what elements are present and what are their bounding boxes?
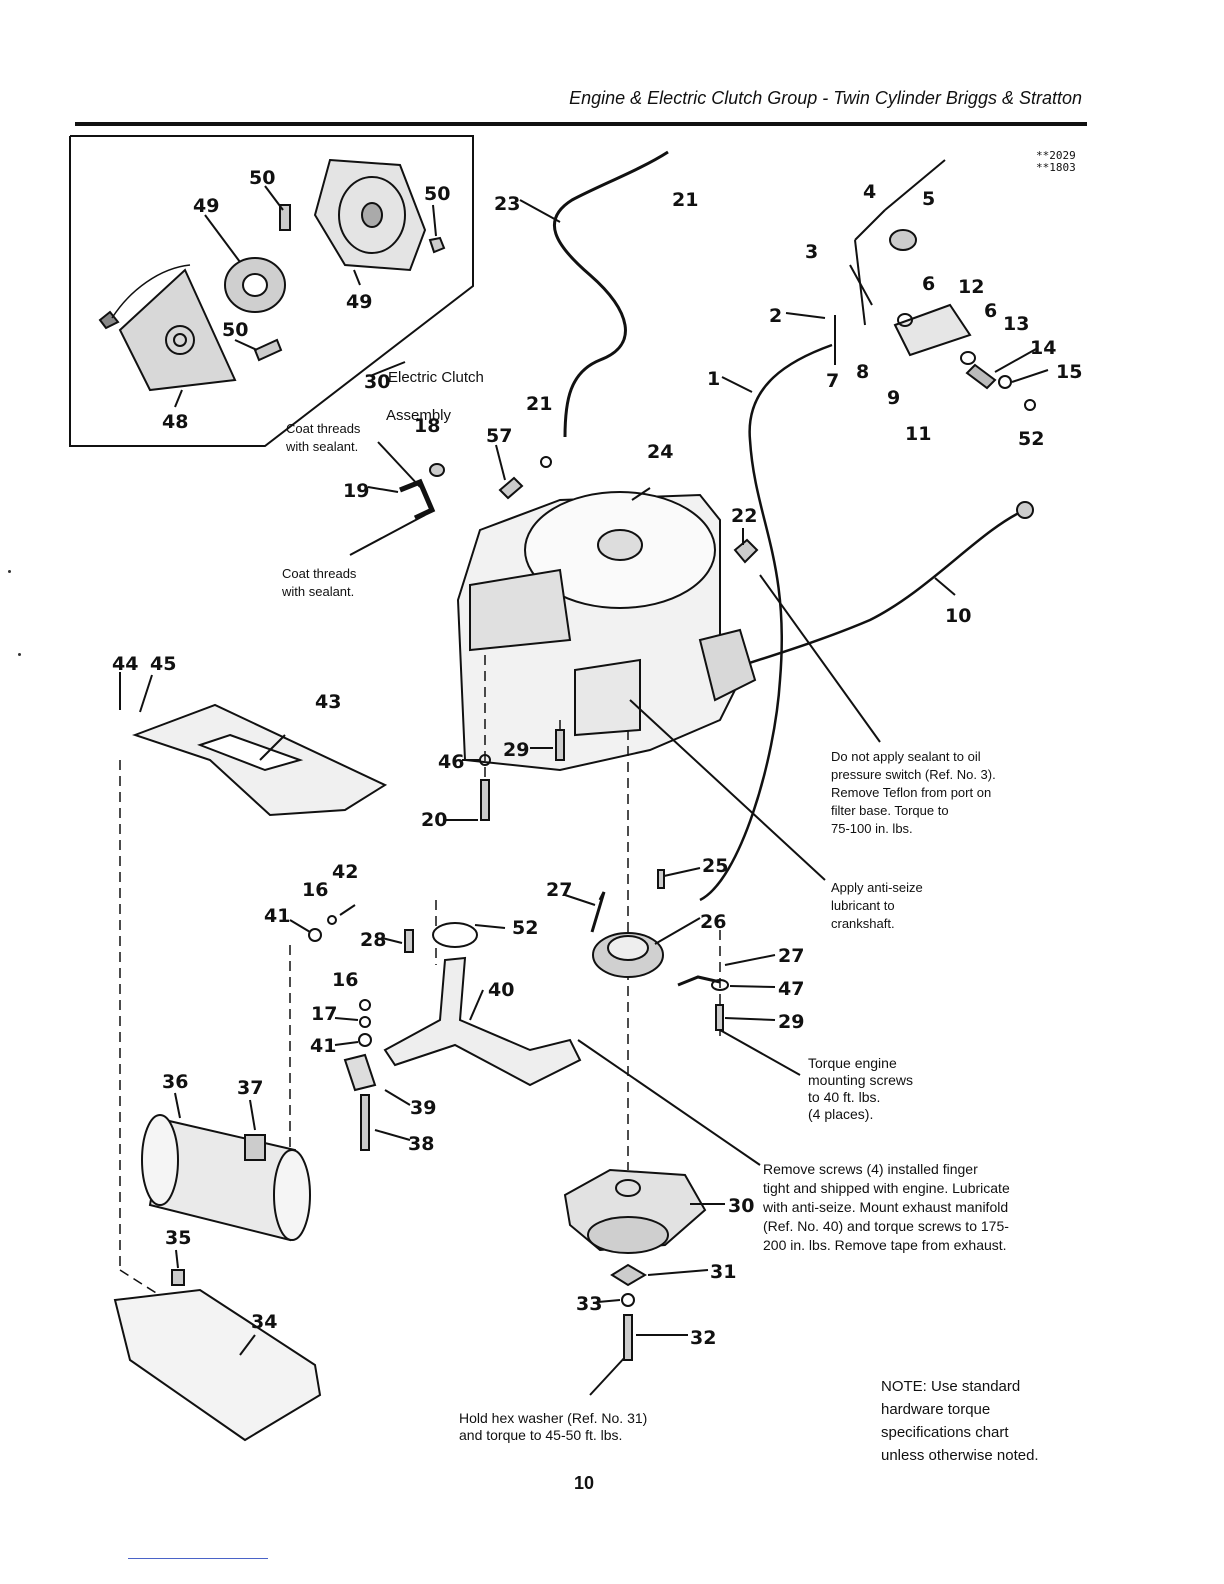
- part-label: 25: [702, 855, 728, 877]
- note-remove-screws: Remove screws (4) installed finger tight…: [763, 1161, 1010, 1253]
- ref-code-1: **2029: [1036, 149, 1076, 162]
- throttle-cable-1: [699, 343, 833, 902]
- note-torque-engine: Torque engine mounting screws to 40 ft. …: [808, 1055, 914, 1122]
- part-label: 36: [162, 1071, 188, 1093]
- inset-caption: Electric Clutch Assembly: [386, 349, 484, 444]
- part-label: 27: [778, 945, 804, 967]
- part-label: 6: [922, 273, 935, 295]
- part-label: 42: [332, 861, 358, 883]
- header-rule: [75, 122, 1087, 126]
- part-label: 49: [346, 291, 372, 313]
- part-label: 5: [922, 188, 935, 210]
- part-label: 50: [222, 319, 248, 341]
- part-label: 23: [494, 193, 520, 215]
- part-label: 10: [945, 605, 971, 627]
- part-label: 38: [408, 1133, 434, 1155]
- choke-cable-23: [552, 150, 669, 438]
- inset-caption-line1: Electric Clutch: [388, 369, 484, 386]
- part-label: 21: [526, 393, 552, 415]
- inset-box: [69, 135, 474, 447]
- exhaust-manifold-40: [383, 956, 582, 1087]
- part-label: 17: [311, 1003, 337, 1025]
- inset-caption-line2: Assembly: [386, 407, 452, 424]
- part-label: 40: [488, 979, 514, 1001]
- part-label: 29: [503, 739, 529, 761]
- note-hold-hex-washer: Hold hex washer (Ref. No. 31) and torque…: [459, 1410, 648, 1443]
- part-label: 11: [905, 423, 931, 445]
- part-label: 48: [162, 411, 188, 433]
- part-label: 6: [984, 300, 997, 322]
- part-label: 45: [150, 653, 176, 675]
- part-label: 16: [332, 969, 358, 991]
- part-label: 8: [856, 361, 869, 383]
- part-label: 39: [410, 1097, 436, 1119]
- part-label: 57: [486, 425, 512, 447]
- margin-mark: [8, 570, 11, 573]
- part-label: 26: [700, 911, 726, 933]
- part-label: 16: [302, 879, 328, 901]
- bottom-link-line: [128, 1558, 268, 1559]
- part-label: 52: [512, 917, 538, 939]
- part-label: 41: [264, 905, 290, 927]
- note-standard-torque: NOTE: Use standard hardware torque speci…: [881, 1378, 1039, 1464]
- part-label: 52: [1018, 428, 1044, 450]
- part-label: 7: [826, 370, 839, 392]
- note-coat-threads-bottom: Coat threads with sealant.: [282, 566, 357, 599]
- part-label: 31: [710, 1261, 736, 1283]
- part-label: 49: [193, 195, 219, 217]
- part-label: 3: [805, 241, 818, 263]
- part-label: 22: [731, 505, 757, 527]
- part-label: 14: [1030, 337, 1056, 359]
- part-label: 46: [438, 751, 464, 773]
- part-label: 9: [887, 387, 900, 409]
- note-anti-seize: Apply anti-seize lubricant to crankshaft…: [831, 880, 923, 931]
- part-label: 44: [112, 653, 138, 675]
- ref-code-2: **1803: [1036, 161, 1076, 174]
- reference-codes: **2029 **1803: [1036, 150, 1076, 174]
- part-label: 33: [576, 1293, 602, 1315]
- part-label: 24: [647, 441, 673, 463]
- part-label: 2: [769, 305, 782, 327]
- part-label: 37: [237, 1077, 263, 1099]
- part-label: 13: [1003, 313, 1029, 335]
- clutch-bracket-48: [118, 268, 237, 392]
- part-label: 4: [863, 181, 876, 203]
- note-oil-pressure-switch: Do not apply sealant to oil pressure swi…: [831, 749, 996, 836]
- part-label: 43: [315, 691, 341, 713]
- part-label: 19: [343, 480, 369, 502]
- part-label: 50: [249, 167, 275, 189]
- part-label: 29: [778, 1011, 804, 1033]
- part-label: 32: [690, 1327, 716, 1349]
- part-label: 50: [424, 183, 450, 205]
- part-label: 30: [728, 1195, 754, 1217]
- part-label: 21: [672, 189, 698, 211]
- part-label: 35: [165, 1227, 191, 1249]
- part-label: 20: [421, 809, 447, 831]
- page-title: Engine & Electric Clutch Group - Twin Cy…: [569, 88, 1082, 108]
- page-number: 10: [574, 1473, 595, 1493]
- part-label: 41: [310, 1035, 336, 1057]
- inset-label-number: 30: [364, 371, 390, 393]
- engine-24: [456, 491, 757, 772]
- part-label: 34: [251, 1311, 277, 1333]
- part-label: 15: [1056, 361, 1082, 383]
- note-coat-threads-top: Coat threads with sealant.: [286, 421, 361, 454]
- part-label: 27: [546, 879, 572, 901]
- part-label: 18: [414, 415, 440, 437]
- part-label: 47: [778, 978, 804, 1000]
- part-label: 12: [958, 276, 984, 298]
- part-label: 28: [360, 929, 386, 951]
- margin-mark: [18, 653, 21, 656]
- part-label: 1: [707, 368, 720, 390]
- heat-shield-34: [113, 1288, 322, 1442]
